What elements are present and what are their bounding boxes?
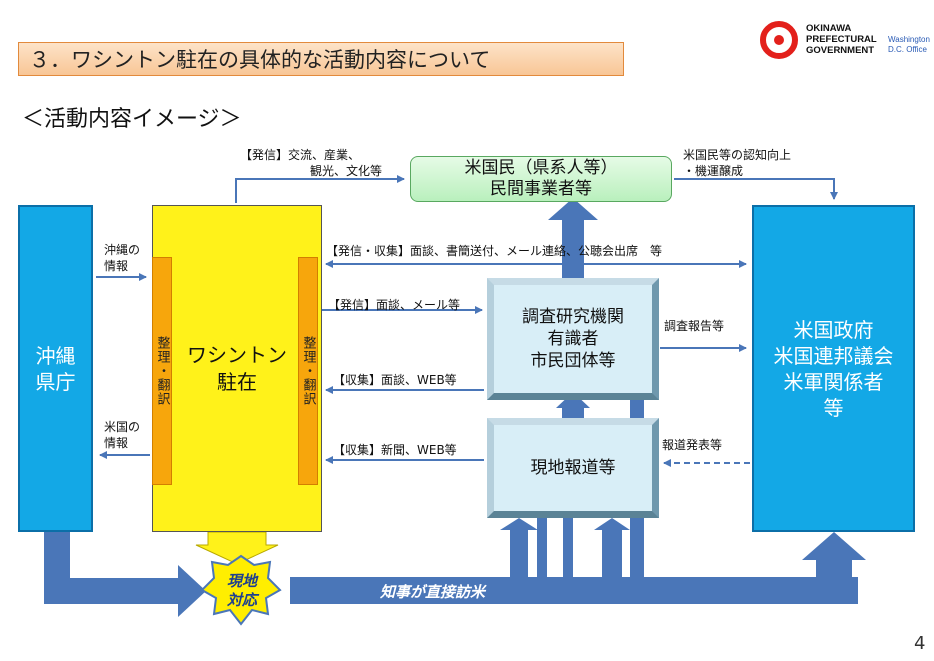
arrow-bar-to-research bbox=[594, 518, 630, 577]
arrow-bar-to-gov bbox=[802, 532, 866, 604]
label-press-release: 報道発表等 bbox=[662, 438, 723, 452]
local-response-star-icon bbox=[200, 554, 282, 626]
arrow-pref-to-local-response bbox=[44, 532, 206, 617]
label-us-awareness: 米国民等の認知向上 ・機運醸成 bbox=[683, 148, 792, 178]
governor-visit-label: 知事が直接訪米 bbox=[380, 583, 486, 601]
arrow-governor-bar bbox=[290, 577, 858, 604]
logo-ring-icon bbox=[760, 21, 798, 59]
us-citizens-box: 米国民（県系人等）民間事業者等 bbox=[410, 156, 672, 202]
okinawa-prefecture-box: 沖縄県庁 bbox=[18, 205, 93, 532]
research-institutions-box: 調査研究機関有識者市民団体等 bbox=[487, 278, 659, 400]
arrow-media-to-research bbox=[556, 392, 590, 418]
arrow-research-to-citizens bbox=[548, 198, 598, 278]
label-send-interview: 【発信】面談、メール等 bbox=[328, 298, 461, 312]
sort-translate-bar-right: 整理・翻訳 bbox=[298, 257, 318, 485]
label-collect-interview: 【収集】面談、WEB等 bbox=[333, 373, 457, 387]
label-send-exchange: 【発信】交流、産業、 観光、文化等 bbox=[240, 148, 383, 178]
label-us-info: 米国の情報 bbox=[104, 420, 141, 450]
arrow-dc-to-citizens bbox=[235, 175, 405, 203]
label-send-collect: 【発信・収集】面談、書簡送付、メール連絡、公聴会出席 等 bbox=[326, 244, 663, 258]
label-okinawa-info: 沖縄の情報 bbox=[104, 243, 141, 273]
label-collect-news: 【収集】新聞、WEB等 bbox=[333, 443, 457, 457]
arrow-bar-to-media-2 bbox=[537, 518, 547, 577]
arrow-dc-to-local-response bbox=[195, 531, 279, 565]
local-response-label: 現地対応 bbox=[226, 572, 257, 609]
local-media-box: 現地報道等 bbox=[487, 418, 659, 518]
arrow-bar-to-media-1 bbox=[500, 518, 538, 577]
page-number: 4 bbox=[914, 633, 926, 654]
arrow-bar-to-media-3 bbox=[563, 518, 573, 577]
us-government-box: 米国政府米国連邦議会米軍関係者等 bbox=[752, 205, 915, 532]
label-research-report: 調査報告等 bbox=[664, 319, 725, 333]
washington-office-box: ワシントン駐在 bbox=[152, 205, 322, 532]
slide-title: ３．ワシントン駐在の具体的な活動内容について bbox=[18, 42, 624, 76]
sort-translate-bar-left: 整理・翻訳 bbox=[152, 257, 172, 485]
arrow-citizens-to-gov bbox=[674, 178, 838, 200]
slide-subtitle: ＜活動内容イメージ＞ bbox=[22, 107, 242, 132]
